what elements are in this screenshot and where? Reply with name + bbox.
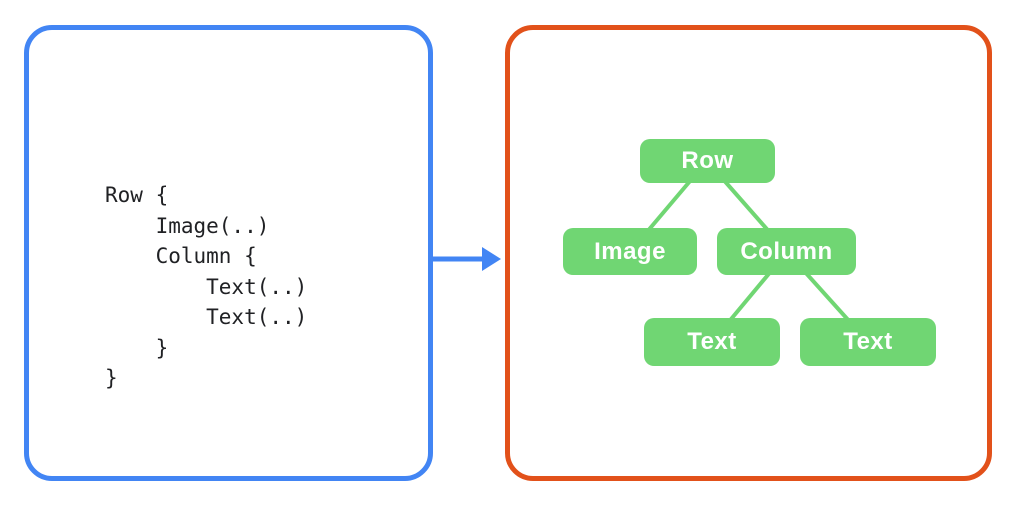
tree-panel: Row Image Column Text Text xyxy=(505,25,992,481)
code-panel: Row { Image(..) Column { Text(..) Text(.… xyxy=(24,25,433,481)
tree-node-text-2: Text xyxy=(800,318,936,366)
code-line: Image(..) xyxy=(105,213,270,238)
right-arrow-icon xyxy=(433,247,501,271)
tree-node-column: Column xyxy=(717,228,856,275)
code-block: Row { Image(..) Column { Text(..) Text(.… xyxy=(105,180,307,394)
code-line: } xyxy=(105,366,118,390)
code-line: Text(..) xyxy=(105,305,308,329)
tree-node-text-1: Text xyxy=(644,318,780,366)
tree-node-row: Row xyxy=(640,139,775,183)
tree-node-image: Image xyxy=(563,228,697,275)
code-line: Column { xyxy=(105,244,257,268)
code-line: } xyxy=(105,335,169,360)
code-line: Text(..) xyxy=(105,274,308,299)
code-line: Row { xyxy=(105,183,169,207)
